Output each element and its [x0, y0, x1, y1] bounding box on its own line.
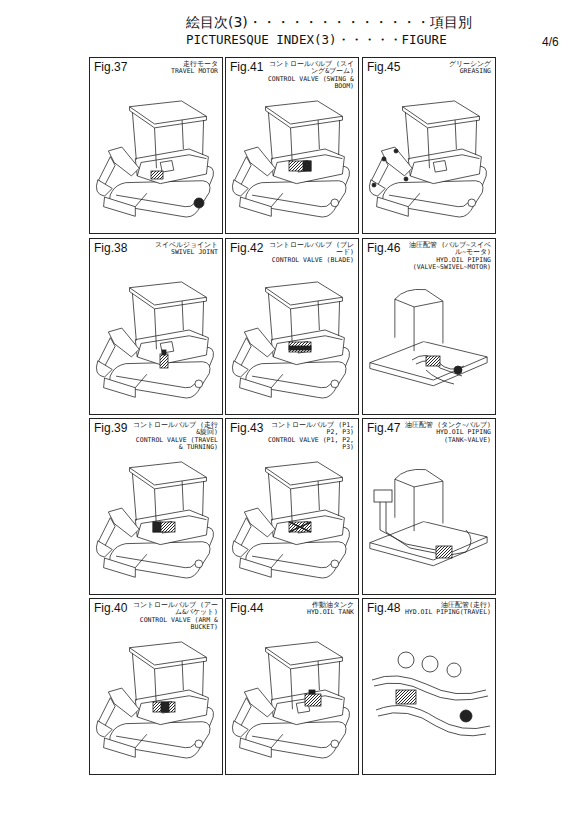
japanese-caption: コントロールバルブ (アーム&バケット): [130, 602, 218, 617]
japanese-caption: 走行モータ: [130, 61, 218, 68]
figure-number: Fig.40: [94, 602, 127, 615]
english-caption: CONTROL VALVE (ARM & BUCKET): [130, 617, 218, 632]
figure-panel: Fig.39コントロールバルブ (走行&旋回)CONTROL VALVE (TR…: [89, 418, 223, 595]
english-caption: GREASING: [403, 68, 491, 75]
panel-header: Fig.45グリーシングGREASING: [363, 58, 495, 76]
figure-number: Fig.42: [230, 242, 263, 255]
page-number: 4/6: [542, 35, 559, 49]
figure-number: Fig.41: [230, 61, 263, 74]
figure-panel: Fig.46油圧配管 (バルブ~スイベル~モータ)HYD.OIL PIPING …: [362, 238, 496, 415]
figure-panel: Fig.48油圧配管(走行)HYD.OIL PIPING(TRAVEL): [362, 598, 496, 775]
english-caption: CONTROL VALVE (BLADE): [266, 257, 354, 264]
panel-header: Fig.41コントロールバルブ (スイング&ブーム)CONTROL VALVE …: [226, 58, 358, 91]
figure-description: コントロールバルブ (ブレード)CONTROL VALVE (BLADE): [266, 242, 354, 264]
figure-number: Fig.37: [94, 61, 127, 74]
japanese-caption: スイベルジョイント: [130, 242, 218, 249]
japanese-caption: コントロールバルブ (走行&旋回): [130, 422, 218, 437]
figure-description: 油圧配管 (タンク~バルブ)HYD.OIL PIPING (TANK~VALVE…: [403, 422, 491, 444]
panel-header: Fig.39コントロールバルブ (走行&旋回)CONTROL VALVE (TR…: [90, 419, 222, 452]
japanese-caption: 油圧配管(走行): [403, 602, 491, 609]
japanese-caption: 油圧配管 (タンク~バルブ): [403, 422, 491, 429]
english-caption: HYD.OIL PIPING (TANK~VALVE): [403, 429, 491, 444]
figure-description: スイベルジョイントSWIVEL JOINT: [130, 242, 218, 257]
panel-header: Fig.37走行モータTRAVEL MOTOR: [90, 58, 222, 76]
english-caption: HYD.OIL PIPING(TRAVEL): [403, 609, 491, 616]
japanese-caption: コントロールバルブ (P1, P2, P3): [266, 422, 354, 437]
figure-description: 走行モータTRAVEL MOTOR: [130, 61, 218, 76]
figure-description: 作動油タンクHYD.OIL TANK: [266, 602, 354, 617]
figure-number: Fig.39: [94, 422, 127, 435]
japanese-caption: グリーシング: [403, 61, 491, 68]
figure-panel: Fig.42コントロールバルブ (ブレード)CONTROL VALVE (BLA…: [225, 238, 359, 415]
figure-number: Fig.44: [230, 602, 263, 615]
figure-description: 油圧配管 (バルブ~スイベル~モータ)HYD.OIL PIPING (VALVE…: [403, 242, 491, 272]
panel-header: Fig.47油圧配管 (タンク~バルブ)HYD.OIL PIPING (TANK…: [363, 419, 495, 444]
page-subtitle: PICTURESQUE INDEX(3)・・・・・FIGURE: [186, 32, 447, 49]
japanese-caption: コントロールバルブ (ブレード): [266, 242, 354, 257]
figure-description: 油圧配管(走行)HYD.OIL PIPING(TRAVEL): [403, 602, 491, 617]
figure-panel: Fig.44作動油タンクHYD.OIL TANK: [225, 598, 359, 775]
panel-header: Fig.44作動油タンクHYD.OIL TANK: [226, 599, 358, 617]
page-title: 絵目次(3)・・・・・・・・・・・・・項目別: [186, 14, 472, 32]
panel-header: Fig.46油圧配管 (バルブ~スイベル~モータ)HYD.OIL PIPING …: [363, 239, 495, 272]
english-caption: HYD.OIL PIPING (VALVE~SWIVEL~MOTOR): [403, 257, 491, 272]
figure-panel: Fig.41コントロールバルブ (スイング&ブーム)CONTROL VALVE …: [225, 57, 359, 234]
figure-number: Fig.48: [367, 602, 400, 615]
figure-description: コントロールバルブ (スイング&ブーム)CONTROL VALVE (SWING…: [266, 61, 354, 91]
figure-panel: Fig.45グリーシングGREASING: [362, 57, 496, 234]
figure-panel: Fig.43コントロールバルブ (P1, P2, P3)CONTROL VALV…: [225, 418, 359, 595]
figure-description: コントロールバルブ (アーム&バケット)CONTROL VALVE (ARM &…: [130, 602, 218, 632]
japanese-caption: コントロールバルブ (スイング&ブーム): [266, 61, 354, 76]
figure-number: Fig.43: [230, 422, 263, 435]
japanese-caption: 油圧配管 (バルブ~スイベル~モータ): [403, 242, 491, 257]
english-caption: CONTROL VALVE (SWING & BOOM): [266, 76, 354, 91]
english-caption: CONTROL VALVE (P1, P2, P3): [266, 437, 354, 452]
figure-number: Fig.46: [367, 242, 400, 255]
figure-description: グリーシングGREASING: [403, 61, 491, 76]
english-caption: SWIVEL JOINT: [130, 249, 218, 256]
panel-header: Fig.42コントロールバルブ (ブレード)CONTROL VALVE (BLA…: [226, 239, 358, 264]
panel-header: Fig.48油圧配管(走行)HYD.OIL PIPING(TRAVEL): [363, 599, 495, 617]
figure-number: Fig.45: [367, 61, 400, 74]
figure-panel: Fig.40コントロールバルブ (アーム&バケット)CONTROL VALVE …: [89, 598, 223, 775]
figure-description: コントロールバルブ (P1, P2, P3)CONTROL VALVE (P1,…: [266, 422, 354, 452]
english-caption: CONTROL VALVE (TRAVEL & TURNING): [130, 437, 218, 452]
english-caption: HYD.OIL TANK: [266, 609, 354, 616]
figure-number: Fig.38: [94, 242, 127, 255]
figure-number: Fig.47: [367, 422, 400, 435]
panel-header: Fig.38スイベルジョイントSWIVEL JOINT: [90, 239, 222, 257]
english-caption: TRAVEL MOTOR: [130, 68, 218, 75]
figure-panel: Fig.37走行モータTRAVEL MOTOR: [89, 57, 223, 234]
panel-header: Fig.43コントロールバルブ (P1, P2, P3)CONTROL VALV…: [226, 419, 358, 452]
japanese-caption: 作動油タンク: [266, 602, 354, 609]
figure-description: コントロールバルブ (走行&旋回)CONTROL VALVE (TRAVEL &…: [130, 422, 218, 452]
panel-header: Fig.40コントロールバルブ (アーム&バケット)CONTROL VALVE …: [90, 599, 222, 632]
figure-panel: Fig.38スイベルジョイントSWIVEL JOINT: [89, 238, 223, 415]
figure-panel: Fig.47油圧配管 (タンク~バルブ)HYD.OIL PIPING (TANK…: [362, 418, 496, 595]
